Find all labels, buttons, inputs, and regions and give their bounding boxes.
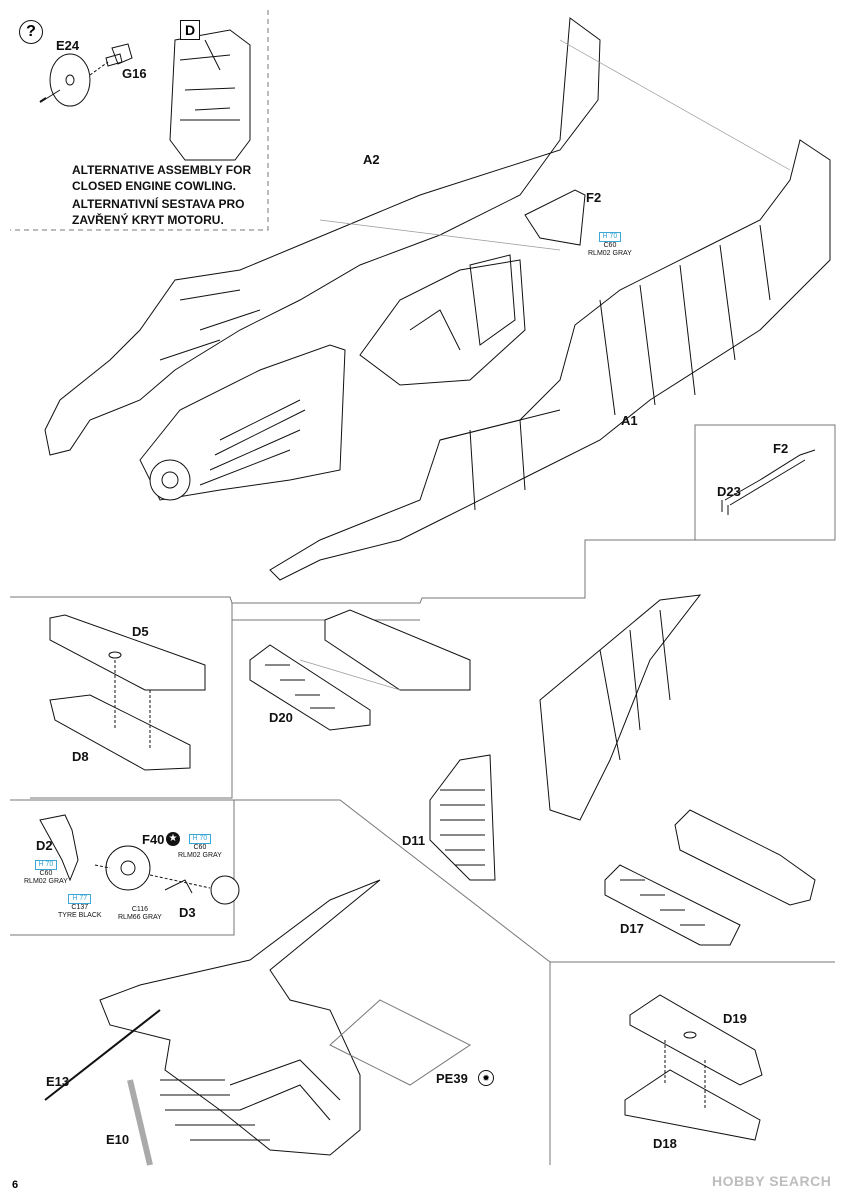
paint-code-tyre-name: TYRE BLACK — [58, 912, 102, 919]
part-label-e10: E10 — [106, 1132, 130, 1147]
help-icon: ? — [19, 20, 43, 44]
paint-code-f2: H 70 C60 RLM02 GRAY — [588, 232, 632, 258]
paint-code-d2-name: RLM02 GRAY — [24, 878, 68, 885]
guide-line — [299, 659, 401, 691]
f2-d23-detail — [721, 449, 816, 515]
section-divider — [30, 603, 233, 799]
paint-code-tyre: H 77 C137 TYRE BLACK — [58, 894, 102, 920]
e24-disc — [49, 53, 91, 107]
part-label-f40: F40 — [142, 832, 165, 847]
paint-code-f2-name: RLM02 GRAY — [588, 250, 632, 257]
paint-code-f40-c: C60 — [193, 844, 207, 851]
part-label-e24: E24 — [56, 38, 80, 53]
tailwheel-tyre — [105, 845, 151, 891]
paint-code-wheel-c: C116 — [131, 906, 149, 913]
paint-code-f40-h: H 70 — [188, 834, 212, 844]
part-label-f2-inset: F2 — [773, 441, 789, 456]
canopy-f2 — [524, 189, 586, 246]
engine-assembly — [139, 344, 346, 501]
guide-line — [559, 39, 791, 171]
part-d19 — [629, 994, 763, 1086]
pe39-plate — [329, 999, 471, 1086]
part-label-f2: F2 — [586, 190, 602, 205]
rudder-d11 — [429, 754, 496, 881]
alt-assembly-note: ALTERNATIVE ASSEMBLY FOR CLOSED ENGINE C… — [72, 162, 251, 228]
fuselage-a1 — [269, 139, 831, 581]
inset-box — [694, 424, 836, 541]
watermark-logo: HOBBY SEARCH — [712, 1173, 832, 1189]
part-label-d8: D8 — [72, 749, 89, 764]
tail-fin — [539, 594, 702, 821]
alt-note-en-2: CLOSED ENGINE COWLING. — [72, 179, 237, 193]
photo-etch-star-icon: ★ — [166, 832, 180, 846]
part-label-g16: G16 — [122, 66, 147, 81]
tailwheel-strut-d2 — [39, 814, 79, 882]
tailplane-assembly — [99, 879, 381, 1156]
paint-code-tyre-h: H 77 — [68, 894, 92, 904]
wing-section — [324, 609, 471, 691]
paint-code-d2-h: H 70 — [34, 860, 58, 870]
part-label-d11: D11 — [402, 833, 426, 848]
tailwheel-d3 — [210, 875, 240, 905]
paint-code-f40: H 70 C60 RLM02 GRAY — [178, 834, 222, 860]
part-label-a2: A2 — [363, 152, 380, 167]
elevator-e13 — [44, 1009, 161, 1101]
part-label-d2: D2 — [36, 838, 53, 853]
paint-code-f2-h: H 70 — [598, 232, 622, 242]
option-d-box: D — [180, 20, 200, 40]
cockpit-assembly-d — [169, 29, 251, 161]
paint-code-f2-c: C60 — [603, 242, 617, 249]
part-label-d23: D23 — [717, 484, 741, 499]
part-label-d3: D3 — [179, 905, 196, 920]
part-label-d17: D17 — [620, 921, 644, 936]
paint-code-tyre-c: C137 — [71, 904, 89, 911]
part-d18 — [624, 1069, 761, 1141]
paint-code-wheel-name: RLM66 GRAY — [118, 914, 162, 921]
part-label-d5: D5 — [132, 624, 149, 639]
seat-assembly — [359, 259, 526, 386]
paint-code-f40-name: RLM02 GRAY — [178, 852, 222, 859]
paint-code-d2: H 70 C60 RLM02 GRAY — [24, 860, 68, 886]
alt-note-cz-2: ZAVŘENÝ KRYT MOTORU. — [72, 213, 224, 227]
part-label-d19: D19 — [723, 1011, 747, 1026]
part-label-e13: E13 — [46, 1074, 70, 1089]
alt-note-en-1: ALTERNATIVE ASSEMBLY FOR — [72, 163, 252, 177]
section-divider — [10, 799, 235, 936]
g16-part — [105, 43, 133, 67]
section-divider — [10, 539, 835, 604]
flap-d20 — [249, 644, 371, 731]
flap-d5 — [49, 614, 206, 691]
elevator-d17 — [674, 809, 816, 906]
paint-code-wheel: C116 RLM66 GRAY — [118, 906, 162, 922]
part-label-d20: D20 — [269, 710, 293, 725]
flap-d8 — [49, 694, 191, 771]
guide-line — [319, 219, 561, 251]
alt-assembly-box — [10, 10, 269, 231]
photo-etch-icon: ✹ — [478, 1070, 494, 1086]
elevator-d17-ribs — [604, 864, 741, 946]
paint-code-d2-c: C60 — [39, 870, 53, 877]
fuselage-a2 — [44, 17, 601, 456]
strut-e10 — [127, 1079, 153, 1166]
page-number: 6 — [12, 1179, 19, 1191]
part-label-pe39: PE39 — [436, 1071, 468, 1086]
part-label-a1: A1 — [621, 413, 638, 428]
section-divider — [234, 799, 835, 963]
part-label-d18: D18 — [653, 1136, 677, 1151]
alt-note-cz-1: ALTERNATIVNÍ SESTAVA PRO — [72, 197, 245, 211]
